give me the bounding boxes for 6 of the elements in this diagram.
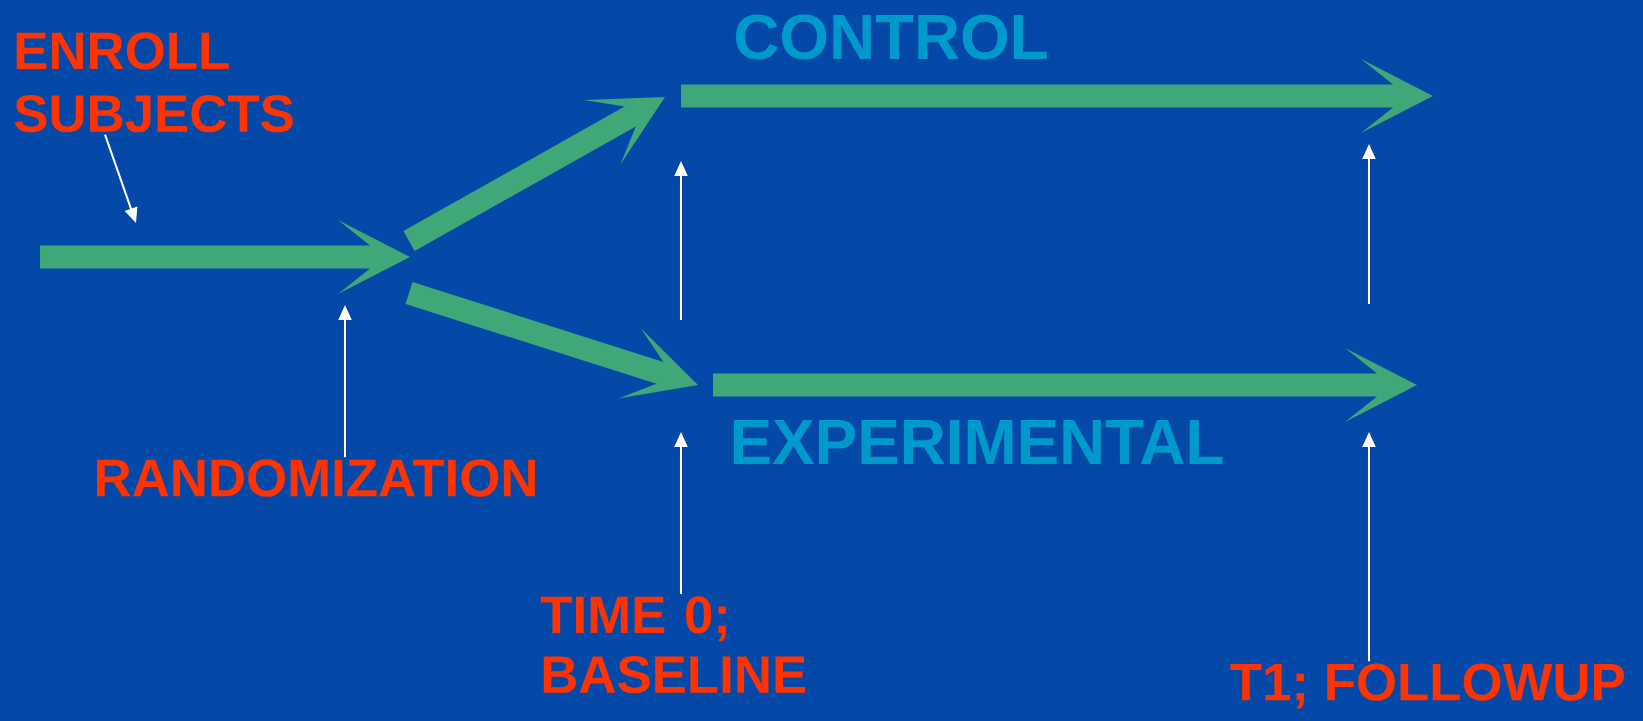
label-text: RANDOMIZATION — [97, 459, 535, 497]
label-text: CONTROL — [736, 14, 1047, 60]
label-text: T1; FOLLOWUP — [1230, 663, 1624, 709]
label-text: EXPERIMENTAL — [733, 420, 1223, 464]
label-text: TIME 0; BASELINE — [540, 596, 806, 694]
label-text: ENROLL SUBJECTS — [14, 32, 293, 133]
